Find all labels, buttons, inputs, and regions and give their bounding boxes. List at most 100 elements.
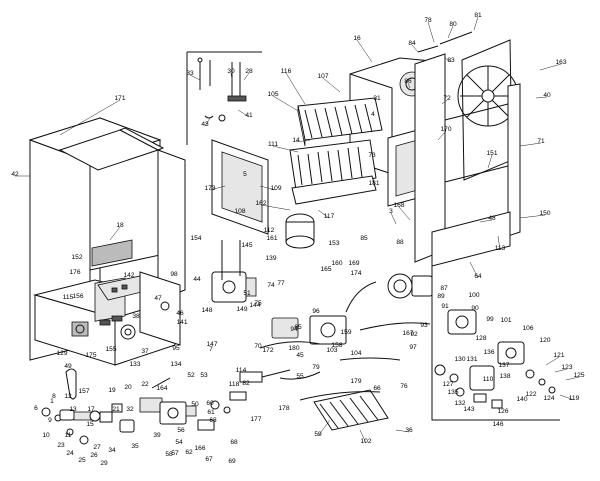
leader-line xyxy=(272,145,299,153)
part-number-label: 141 xyxy=(176,319,187,326)
part-number-label: 99 xyxy=(486,316,494,323)
part-number-label: 22 xyxy=(141,381,149,388)
part-number-label: 1 xyxy=(50,398,54,405)
part-number-label: 87 xyxy=(440,285,448,292)
part-number-label: 163 xyxy=(555,59,566,66)
inner-side-panel xyxy=(58,127,186,301)
part-number-label: 144 xyxy=(249,302,260,309)
part-number-label: 181 xyxy=(368,180,379,187)
part-number-label: 47 xyxy=(154,295,162,302)
part-number-label: 94 xyxy=(290,326,298,333)
part-number-label: 24 xyxy=(66,450,74,457)
leader-line xyxy=(447,25,454,39)
leader-line xyxy=(259,185,277,191)
manifold xyxy=(291,175,377,205)
leader-line xyxy=(322,77,341,93)
part-number-label: 165 xyxy=(320,266,331,273)
leader-line xyxy=(317,209,330,219)
part-number-label: 177 xyxy=(250,416,261,423)
part-number-label: 85 xyxy=(360,235,368,242)
part-number-label: 81 xyxy=(474,12,482,19)
leader-line xyxy=(260,204,291,211)
part-number-label: 59 xyxy=(314,431,322,438)
part-number-label: 113 xyxy=(495,245,506,252)
part-number-label: 27 xyxy=(93,444,101,451)
part-number-label: 179 xyxy=(350,378,361,385)
part-number-label: 147 xyxy=(206,341,217,348)
part-number-label: 135 xyxy=(447,389,458,396)
pipe-fittings-centre-bottom xyxy=(197,369,291,431)
part-number-label: 30 xyxy=(227,68,235,75)
fan-housing xyxy=(457,39,519,181)
part-number-label: 89 xyxy=(437,293,445,300)
part-number-label: 139 xyxy=(265,255,276,262)
leader-line xyxy=(295,139,311,143)
part-number-label: 62 xyxy=(185,449,193,456)
part-number-label: 72 xyxy=(443,95,451,102)
part-number-label: 167 xyxy=(402,330,413,337)
part-number-label: 161 xyxy=(266,235,277,242)
part-number-label: 93 xyxy=(420,322,428,329)
part-number-label: 14 xyxy=(292,137,300,144)
plate-heat-exchanger xyxy=(313,389,389,431)
part-number-label: 49 xyxy=(64,363,72,370)
part-number-label: 169 xyxy=(348,260,359,267)
part-number-label: 67 xyxy=(205,456,213,463)
part-number-label: 35 xyxy=(131,443,139,450)
part-number-label: 142 xyxy=(123,272,134,279)
part-number-label: 168 xyxy=(393,202,404,209)
part-number-label: 90 xyxy=(471,305,479,312)
part-number-label: 174 xyxy=(350,270,361,277)
leader-line xyxy=(497,235,501,251)
part-number-label: 10 xyxy=(42,432,50,439)
leader-line xyxy=(427,21,435,43)
part-number-label: 45 xyxy=(296,352,304,359)
part-number-label: 178 xyxy=(278,405,289,412)
part-number-label: 71 xyxy=(537,138,545,145)
leader-line xyxy=(272,95,301,113)
part-number-label: 98 xyxy=(170,271,178,278)
part-number-label: 53 xyxy=(200,372,208,379)
part-number-label: 175 xyxy=(85,352,96,359)
part-number-label: 157 xyxy=(78,388,89,395)
part-number-label: 104 xyxy=(350,350,361,357)
part-number-label: 41 xyxy=(245,112,253,119)
part-number-label: 110 xyxy=(483,376,494,383)
part-number-label: 48 xyxy=(488,215,496,222)
leader-line xyxy=(539,63,562,71)
part-number-label: 124 xyxy=(543,395,554,402)
part-number-label: 73 xyxy=(368,152,376,159)
part-number-label: 52 xyxy=(187,372,195,379)
part-number-label: 101 xyxy=(500,317,511,324)
part-number-label: 68 xyxy=(230,439,238,446)
part-number-label: 109 xyxy=(270,185,281,192)
part-number-label: 171 xyxy=(114,95,125,102)
part-number-label: 50 xyxy=(191,401,199,408)
part-number-label: 54 xyxy=(175,439,183,446)
part-number-label: 130 xyxy=(454,356,465,363)
part-number-label: 31 xyxy=(373,95,381,102)
part-number-label: 80 xyxy=(449,21,457,28)
part-number-label: 34 xyxy=(108,447,116,454)
leader-line xyxy=(554,368,568,373)
leader-line xyxy=(441,99,448,105)
leader-line xyxy=(243,72,250,81)
hydraulic-block xyxy=(271,315,347,345)
leader-line xyxy=(59,99,121,136)
part-number-label: 79 xyxy=(312,364,320,371)
part-number-label: 108 xyxy=(234,208,245,215)
part-number-label: 180 xyxy=(288,345,299,352)
part-number-label: 5 xyxy=(243,171,247,178)
part-number-label: 29 xyxy=(100,460,108,467)
part-number-label: 38 xyxy=(132,313,140,320)
part-number-label: 36 xyxy=(405,427,413,434)
part-number-label: 114 xyxy=(236,367,247,374)
part-number-label: 102 xyxy=(360,438,371,445)
part-number-label: 134 xyxy=(170,361,181,368)
part-number-label: 8 xyxy=(52,393,56,400)
pipework xyxy=(221,240,431,401)
part-number-label: 154 xyxy=(190,235,201,242)
leader-line xyxy=(545,356,560,366)
part-number-label: 166 xyxy=(194,445,205,452)
part-number-label: 82 xyxy=(242,380,250,387)
